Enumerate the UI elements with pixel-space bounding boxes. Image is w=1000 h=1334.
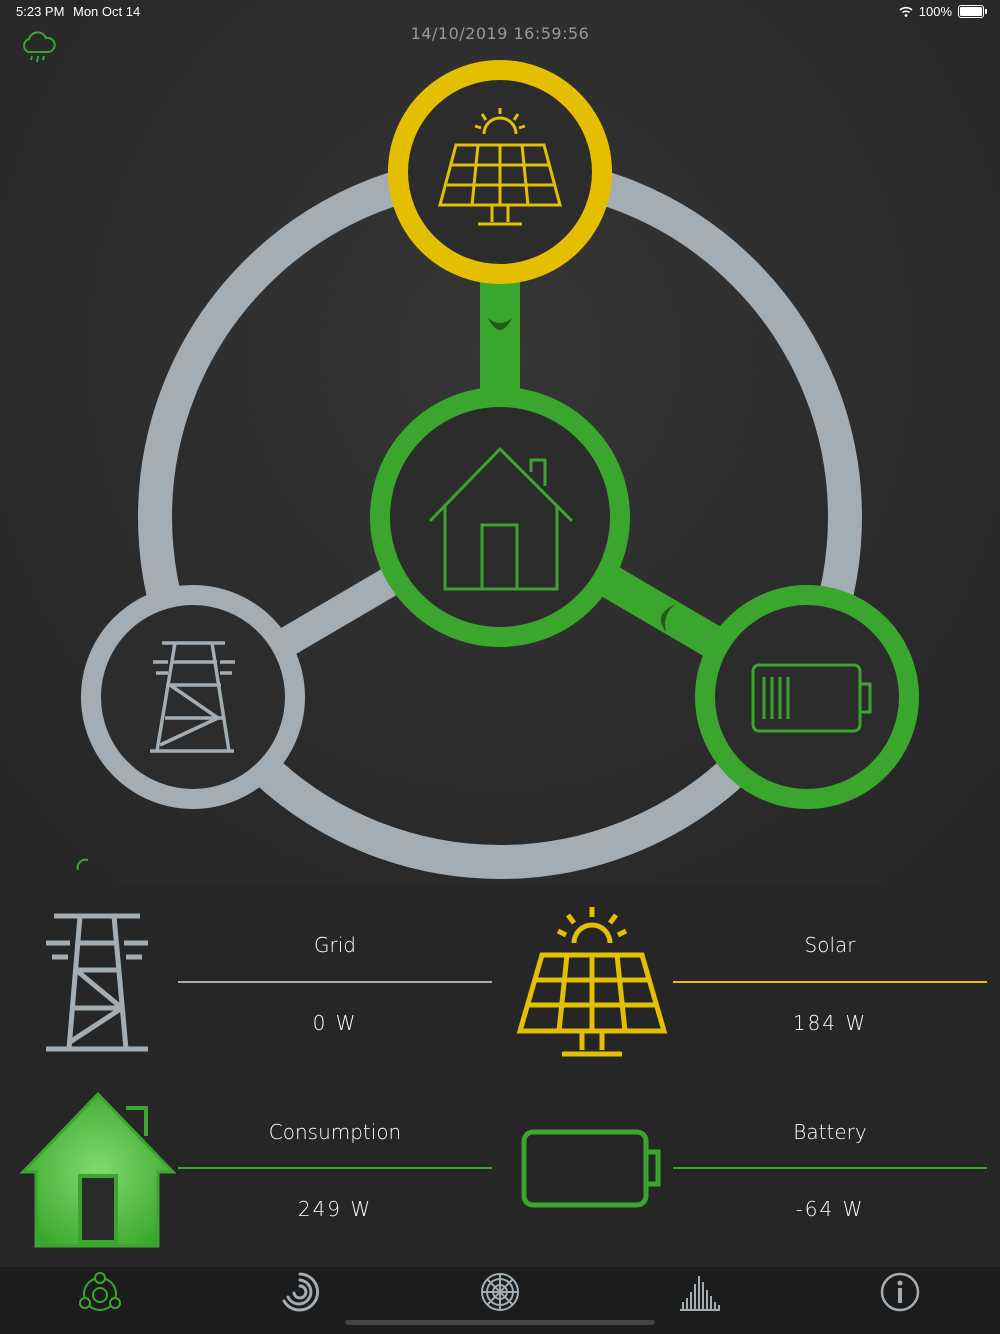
solar-divider xyxy=(673,981,987,983)
tab-info[interactable] xyxy=(800,1267,1000,1317)
loading-spinner-icon xyxy=(76,858,89,871)
gauge-icon xyxy=(282,1272,320,1312)
wifi-icon xyxy=(899,6,913,17)
tab-gauge[interactable] xyxy=(200,1267,400,1317)
house-icon xyxy=(428,446,574,591)
house-node[interactable] xyxy=(370,387,630,647)
consumption-value: 249 W xyxy=(297,1197,373,1221)
status-battery-icon xyxy=(958,5,987,18)
status-time: 5:23 PM xyxy=(16,4,65,19)
info-icon xyxy=(880,1272,920,1312)
house-filled-icon xyxy=(20,1092,176,1248)
battery-icon xyxy=(751,663,872,733)
solar-node[interactable] xyxy=(388,60,612,284)
battery-divider xyxy=(673,1167,987,1169)
battery-metric-icon xyxy=(521,1129,661,1208)
solar-panel-icon xyxy=(438,108,562,226)
grid-tower-icon xyxy=(46,913,148,1052)
solar-label: Solar xyxy=(804,933,856,957)
power-tower-icon xyxy=(150,641,235,753)
grid-node[interactable] xyxy=(81,585,305,809)
battery-flow-indicator xyxy=(660,604,676,632)
chart-icon xyxy=(680,1276,720,1311)
grid-value: 0 W xyxy=(312,1011,358,1035)
metrics-panel xyxy=(0,885,1000,1267)
energy-flow-diagram xyxy=(76,60,919,879)
dial-icon xyxy=(481,1273,519,1311)
energy-flow-panel: 14/10/2019 16:59:56 xyxy=(0,0,1000,885)
consumption-divider xyxy=(178,1167,492,1169)
tab-chart[interactable] xyxy=(600,1267,800,1317)
timestamp: 14/10/2019 16:59:56 xyxy=(410,24,590,43)
grid-label: Grid xyxy=(314,933,356,957)
weather-rain-icon[interactable] xyxy=(18,30,58,66)
home-indicator xyxy=(345,1320,655,1325)
tab-energy-flow[interactable] xyxy=(0,1267,200,1317)
battery-node[interactable] xyxy=(695,585,919,809)
status-bar: 5:23 PM Mon Oct 14 100% xyxy=(0,0,1000,24)
consumption-label: Consumption xyxy=(268,1120,402,1144)
energy-flow-icon xyxy=(79,1272,121,1311)
status-date: Mon Oct 14 xyxy=(73,4,141,19)
battery-value: -64 W xyxy=(795,1197,865,1221)
solar-value: 184 W xyxy=(792,1011,868,1035)
tab-dial[interactable] xyxy=(400,1267,600,1317)
battery-percent: 100% xyxy=(918,4,952,19)
status-right: 100% xyxy=(899,4,987,19)
grid-divider xyxy=(178,981,492,983)
solar-metric-icon xyxy=(516,907,668,1057)
battery-label: Battery xyxy=(793,1120,867,1144)
solar-flow-indicator xyxy=(488,318,512,330)
